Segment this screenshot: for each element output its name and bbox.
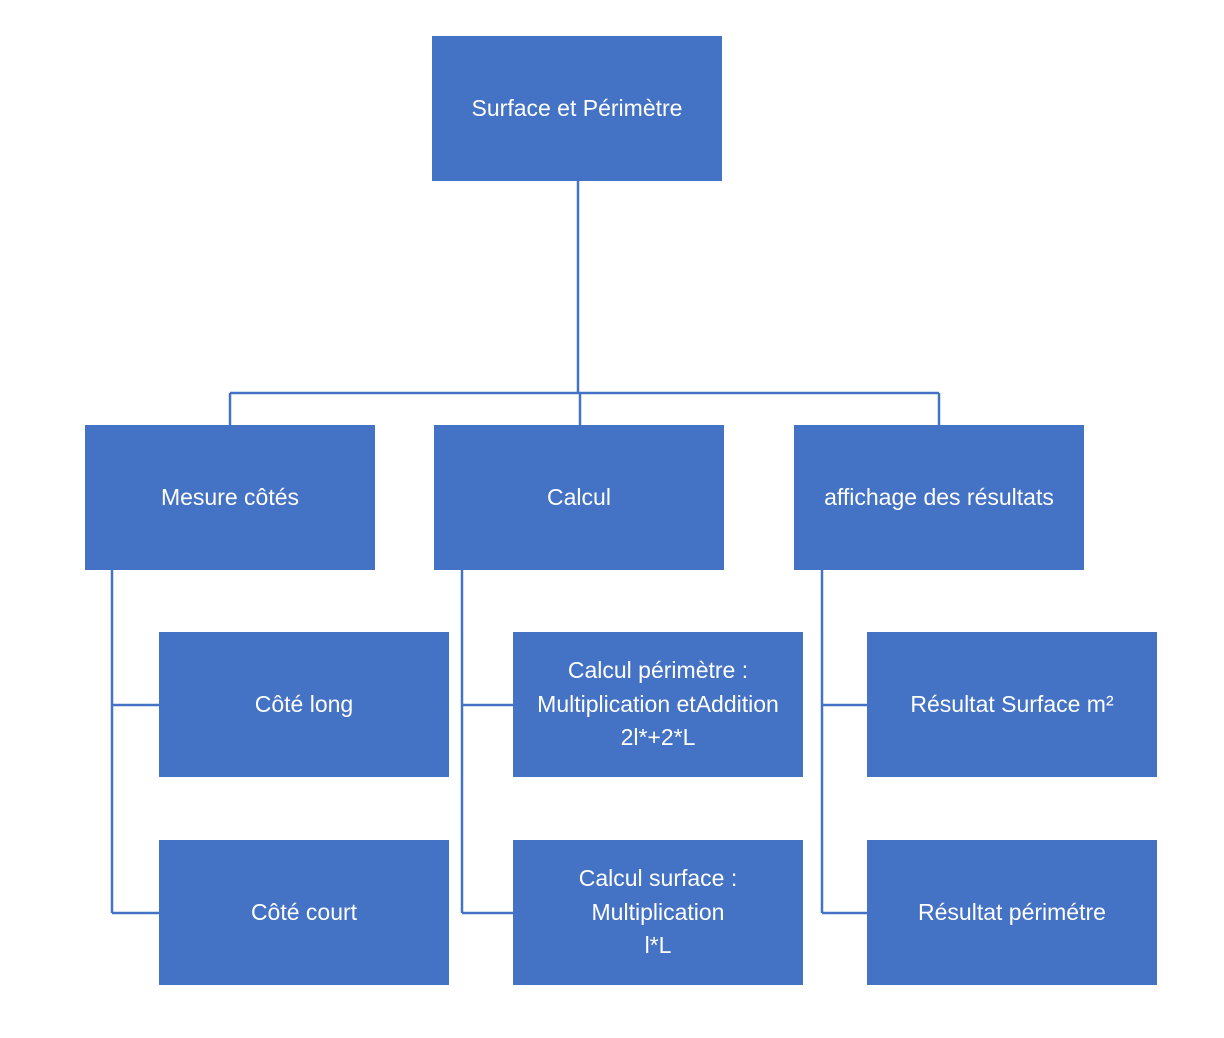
node-resultat-perimetre-label: Résultat périmétre	[918, 898, 1106, 925]
node-affichage-resultats-label: affichage des résultats	[824, 483, 1054, 510]
node-resultat-perimetre: Résultat périmétre	[867, 840, 1157, 985]
node-calcul-perimetre-line-1: Calcul périmètre :	[567, 657, 749, 684]
node-cote-long: Côté long	[159, 632, 449, 777]
node-mesure-cotes: Mesure côtés	[85, 425, 375, 570]
node-calcul-surface-line-1: Calcul surface :	[578, 865, 738, 892]
node-calcul-label: Calcul	[547, 483, 611, 510]
node-affichage-resultats: affichage des résultats	[794, 425, 1084, 570]
node-mesure-cotes-label: Mesure côtés	[160, 483, 300, 510]
node-cote-court: Côté court	[159, 840, 449, 985]
node-calcul-perimetre: Calcul périmètre : Multiplication etAddi…	[513, 632, 803, 777]
node-root: Surface et Périmètre	[432, 36, 722, 181]
node-cote-court-label: Côté court	[250, 898, 358, 925]
node-calcul-perimetre-line-2: Multiplication etAddition	[537, 690, 779, 717]
node-calcul-surface: Calcul surface : Multiplication l*L	[513, 840, 803, 985]
node-calcul-perimetre-line-3: 2l*+2*L	[620, 724, 696, 751]
node-calcul-surface-line-2: Multiplication	[591, 898, 725, 925]
node-resultat-surface-label: Résultat Surface m²	[910, 690, 1114, 717]
node-resultat-surface: Résultat Surface m²	[867, 632, 1157, 777]
node-calcul-surface-line-3: l*L	[644, 932, 672, 959]
node-calcul: Calcul	[434, 425, 724, 570]
node-cote-long-label: Côté long	[254, 690, 354, 717]
node-root-label: Surface et Périmètre	[471, 94, 683, 121]
